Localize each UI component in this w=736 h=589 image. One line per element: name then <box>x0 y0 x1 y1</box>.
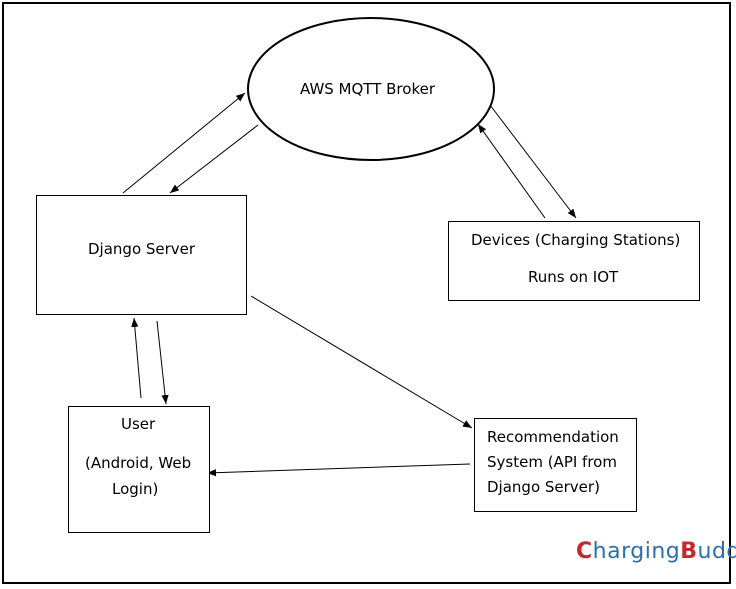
recommendation-label-line3: Django Server) <box>487 478 600 496</box>
broker-label: AWS MQTT Broker <box>300 80 435 98</box>
recommendation-label-line2: System (API from <box>487 453 617 471</box>
arrow-recommendation-to-user <box>206 463 471 477</box>
devices-box: Devices (Charging Stations) Runs on IOT <box>448 221 700 301</box>
django-server-box: Django Server <box>36 195 247 315</box>
arrow-broker-to-django <box>169 124 259 194</box>
arrow-django-to-broker <box>122 92 246 194</box>
arrow-user-to-django <box>131 317 142 399</box>
broker-ellipse <box>247 17 495 161</box>
devices-label-line1: Devices (Charging Stations) <box>471 231 681 249</box>
user-label-line1: User <box>121 415 156 433</box>
arrow-django-to-recommendation <box>250 295 473 429</box>
user-label-line3: Login) <box>112 480 159 498</box>
arrow-devices-to-broker <box>477 123 546 219</box>
recommendation-label-line1: Recommendation <box>487 428 619 446</box>
user-box: User (Android, Web Login) <box>68 406 210 533</box>
arrow-django-to-user <box>156 320 169 405</box>
recommendation-box: Recommendation System (API from Django S… <box>474 418 637 512</box>
arrow-broker-to-devices <box>489 104 577 219</box>
django-server-label: Django Server <box>88 240 196 258</box>
devices-label-line2: Runs on IOT <box>528 268 619 286</box>
chargingbuddy-logo: ChargingBuddy <box>576 539 736 564</box>
user-label-line2: (Android, Web <box>85 454 192 472</box>
